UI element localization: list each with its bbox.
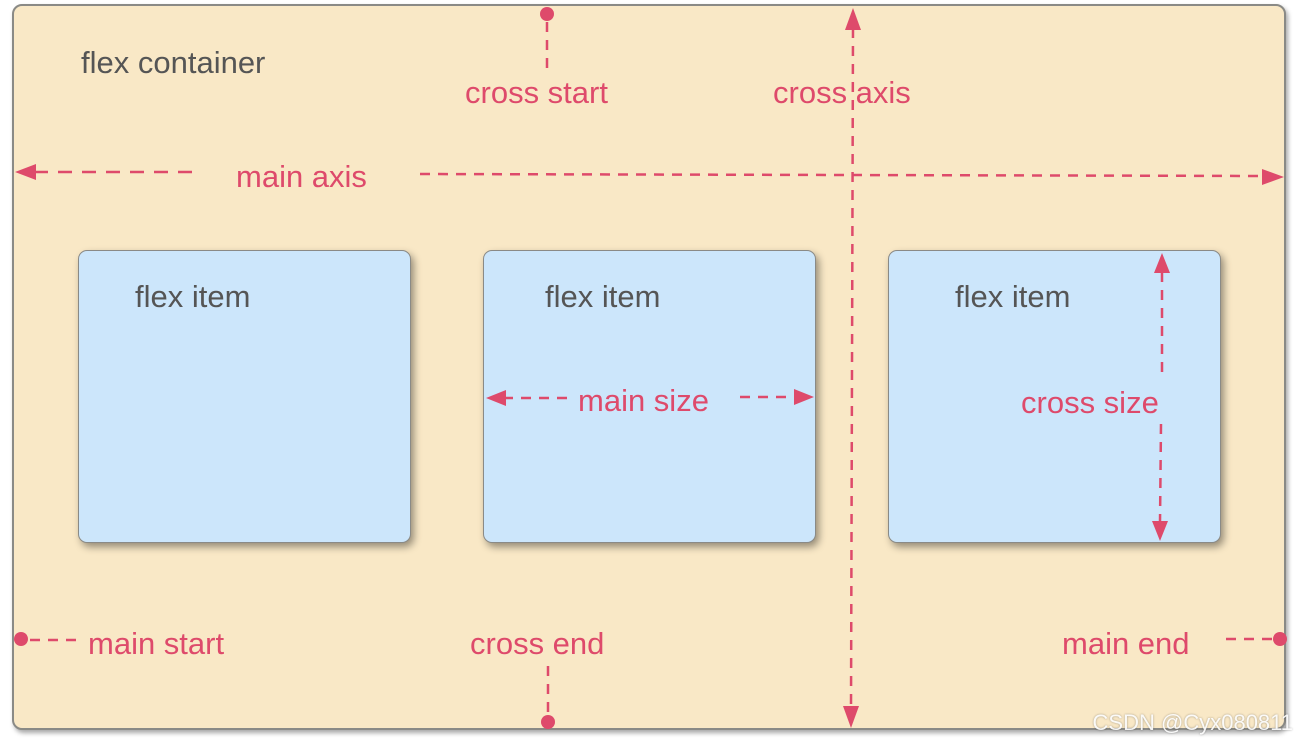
- flex-item-label-3: flex item: [955, 279, 1071, 314]
- main-size-label: main size: [578, 383, 709, 418]
- main-start-label: main start: [88, 626, 225, 661]
- cross-end-label: cross end: [470, 626, 605, 661]
- cross-size-label: cross size: [1021, 385, 1159, 420]
- flex-item-box-1: [78, 250, 411, 543]
- flex-item-box-3: [888, 250, 1221, 543]
- cross-axis-label: cross axis: [773, 75, 911, 110]
- main-end-label: main end: [1062, 626, 1190, 661]
- flex-item-label-2: flex item: [545, 279, 661, 314]
- flex-container-label: flex container: [81, 45, 266, 80]
- watermark-text: CSDN @Cyx080811: [1092, 710, 1293, 735]
- flex-item-label-1: flex item: [135, 279, 251, 314]
- main-axis-label: main axis: [236, 159, 367, 194]
- cross-start-label: cross start: [465, 75, 608, 110]
